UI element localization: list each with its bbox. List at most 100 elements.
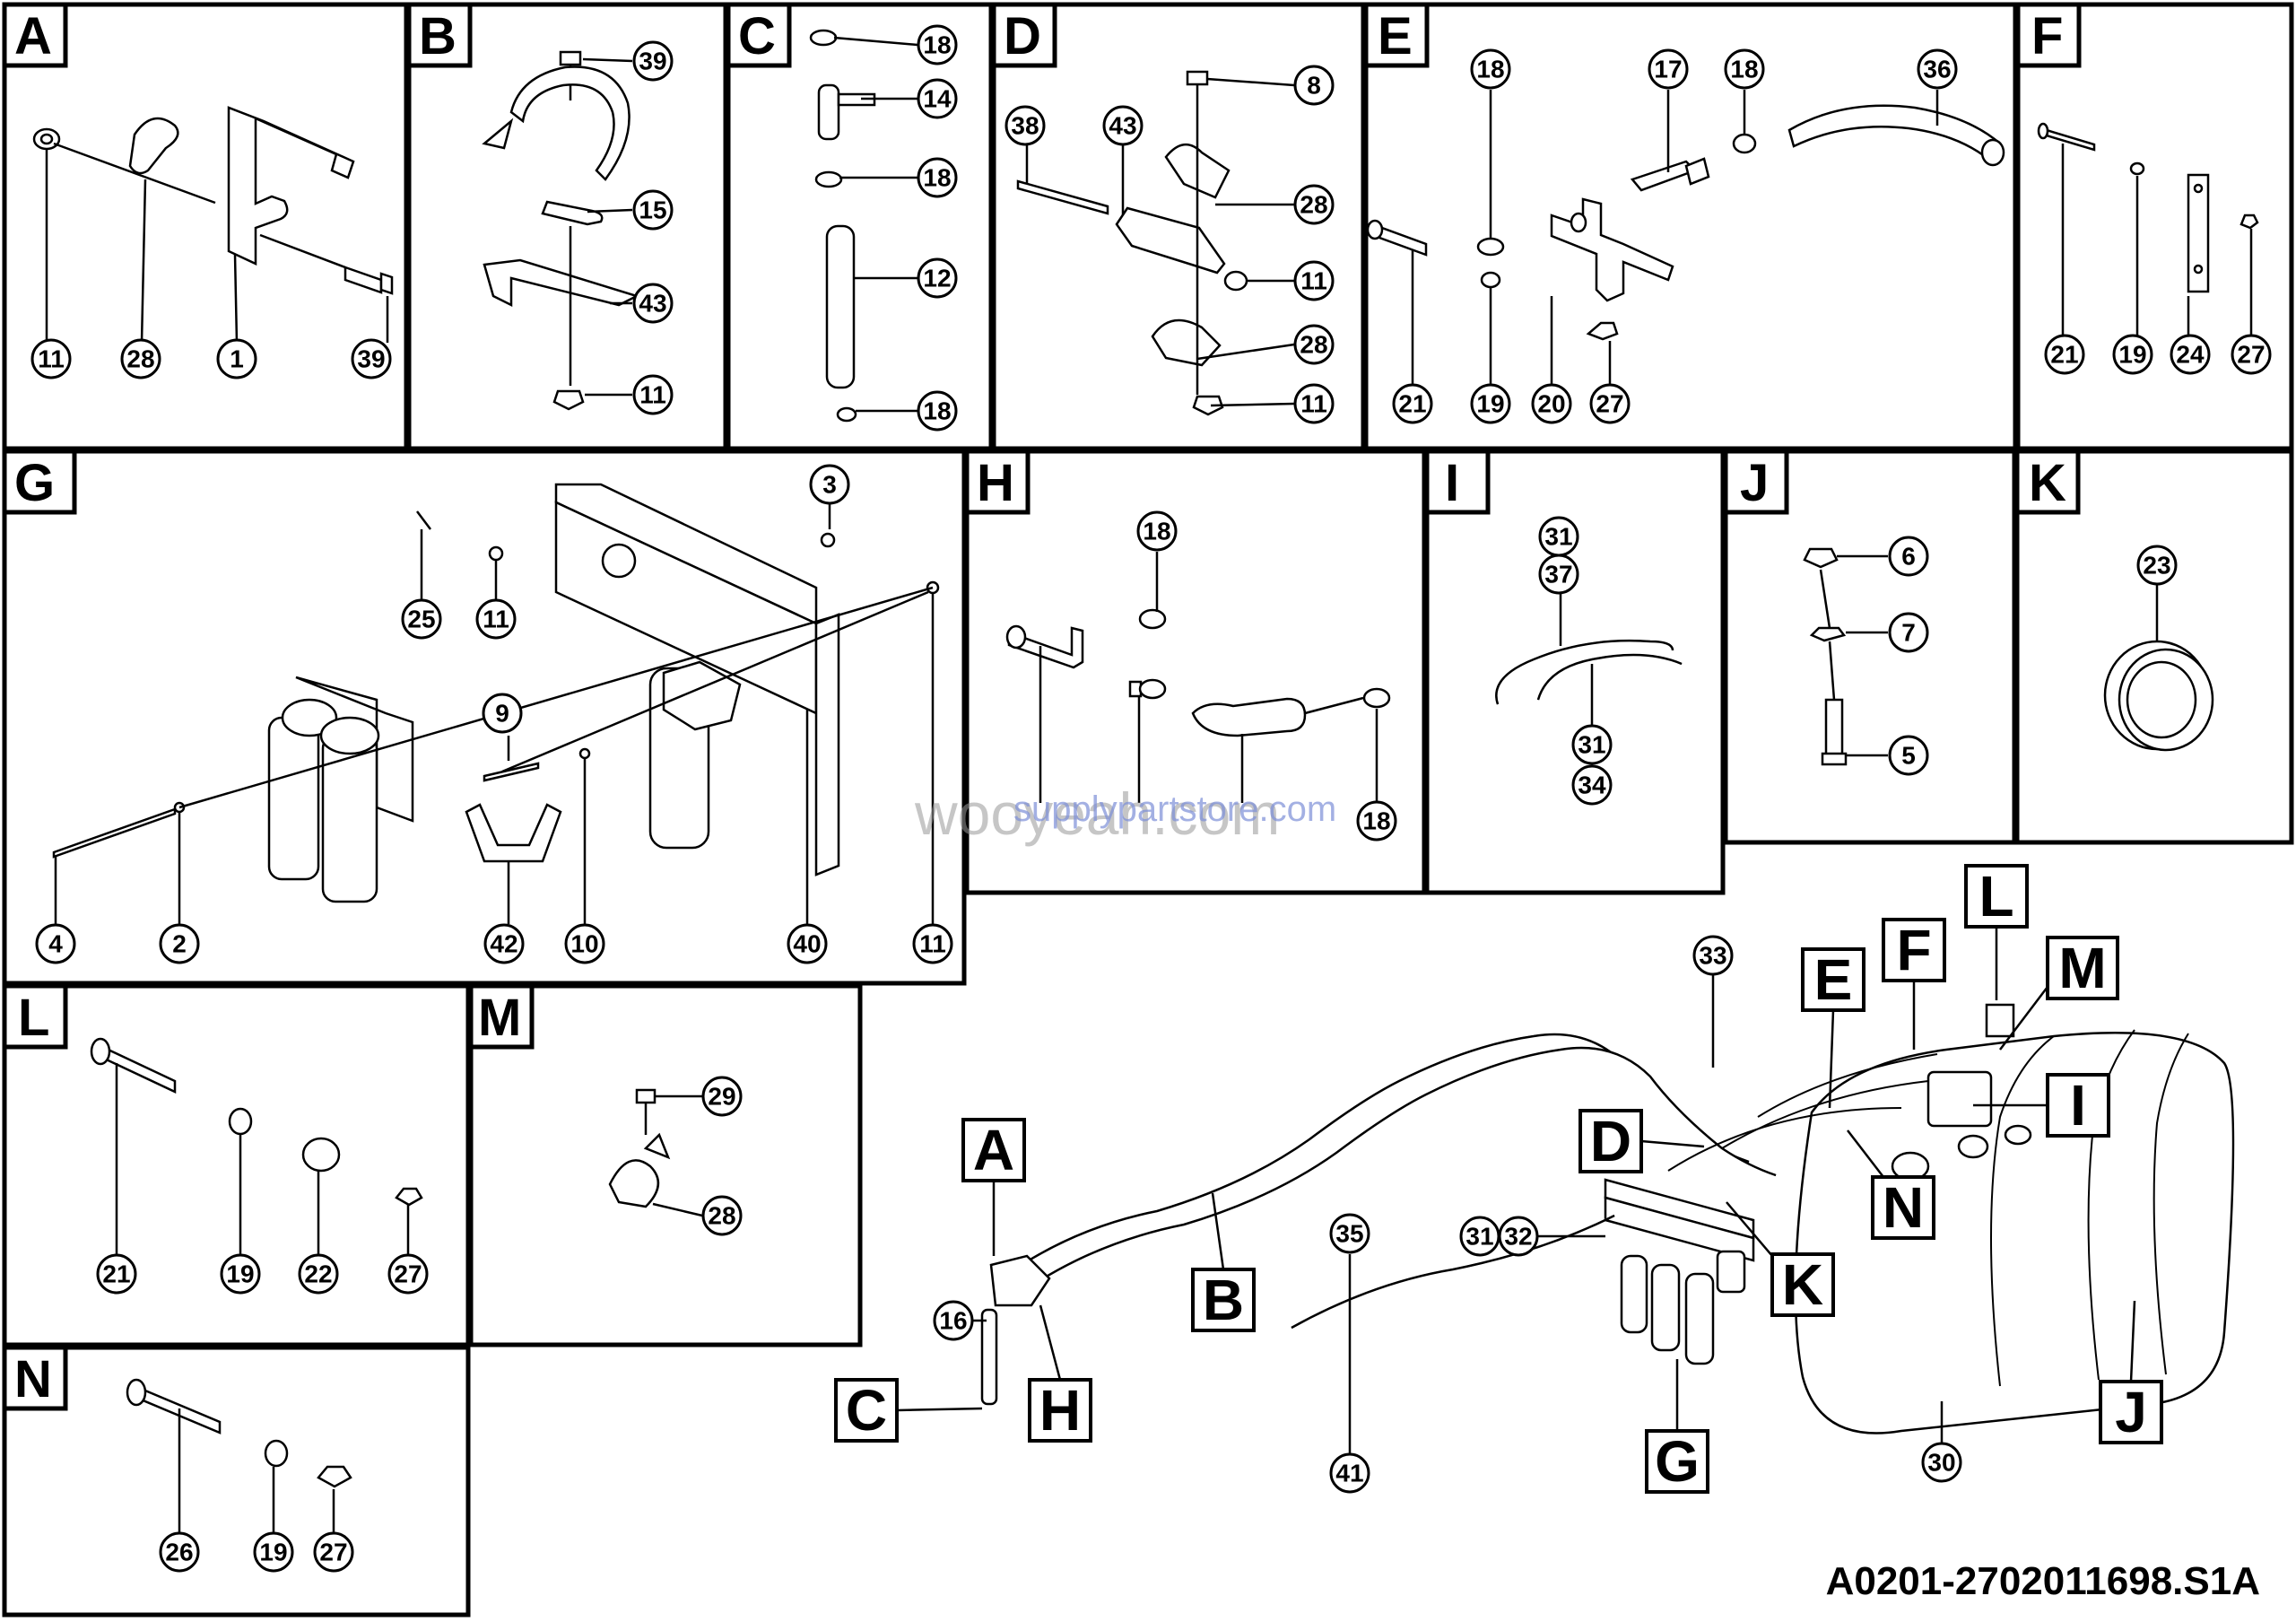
svg-text:19: 19 [226,1260,254,1288]
panel-a-drawing: 11 28 1 39 [30,106,394,379]
svg-text:6: 6 [1901,543,1916,571]
svg-text:32: 32 [1504,1223,1532,1251]
svg-text:C: C [738,7,776,65]
svg-text:21: 21 [102,1260,130,1288]
callout-n-19: 19 [253,1531,294,1573]
callout-e-19: 19 [1470,383,1511,424]
svg-text:27: 27 [319,1539,347,1566]
svg-text:1: 1 [230,345,244,373]
callout-i-34: 34 [1571,764,1613,806]
svg-text:27: 27 [2237,341,2265,369]
panel-label-f: F [2015,2,2082,68]
watermark-supplypartstore: supplypartstore.com [1013,789,1336,829]
svg-text:11: 11 [1300,267,1327,295]
callout-e-17: 17 [1648,48,1689,90]
callout-asm-35: 35 [1329,1213,1370,1254]
callout-c-18a: 18 [917,24,958,65]
callout-g-2: 2 [159,923,200,964]
view-ref-a: A [961,1118,1026,1256]
svg-text:A: A [973,1118,1014,1182]
main-assembly-drawing [973,973,2235,1453]
view-ref-h: H [1028,1304,1092,1443]
svg-text:40: 40 [793,930,821,958]
callout-c-14: 14 [917,78,958,119]
svg-text:C: C [846,1378,887,1443]
callout-n-26: 26 [159,1531,200,1573]
callout-d-11a: 11 [1293,260,1335,301]
callout-d-38: 38 [1004,105,1046,146]
callout-g-9: 9 [482,693,523,734]
svg-text:D: D [1004,7,1041,65]
panel-j-drawing: 6 7 5 [1803,536,1929,776]
callout-l-27: 27 [387,1253,429,1295]
svg-text:2: 2 [172,930,187,958]
svg-text:A: A [14,7,52,65]
svg-text:43: 43 [1109,112,1136,140]
callout-asm-31: 31 [1459,1216,1500,1257]
panel-label-g: G [2,449,77,515]
callout-d-28b: 28 [1293,324,1335,365]
callout-j-7: 7 [1888,612,1929,653]
svg-text:8: 8 [1307,72,1321,100]
callout-l-22: 22 [298,1253,339,1295]
svg-text:31: 31 [1544,523,1572,551]
svg-text:19: 19 [2118,341,2146,369]
svg-text:43: 43 [639,290,666,318]
callout-asm-32: 32 [1498,1216,1539,1257]
svg-text:42: 42 [490,930,517,958]
svg-text:38: 38 [1011,112,1039,140]
callout-i-37: 37 [1538,554,1579,595]
panel-d-drawing: 8 38 43 28 11 28 11 [1004,65,1335,424]
svg-text:J: J [2115,1380,2147,1444]
callout-j-6: 6 [1888,536,1929,577]
svg-text:L: L [18,989,49,1047]
svg-text:L: L [1979,864,2013,929]
callout-g-25: 25 [401,598,442,640]
panel-m-drawing: 29 28 [608,1076,743,1236]
svg-text:G: G [1655,1429,1700,1494]
svg-text:D: D [1590,1109,1631,1173]
callout-g-3: 3 [809,464,850,505]
svg-text:27: 27 [1596,390,1623,418]
svg-text:11: 11 [483,606,509,633]
callout-i-31b: 31 [1571,724,1613,765]
svg-text:F: F [1896,918,1931,982]
svg-text:I: I [1445,454,1459,512]
callout-n-27: 27 [313,1531,354,1573]
svg-text:N: N [1883,1175,1924,1240]
svg-text:28: 28 [1300,331,1327,359]
callout-e-18b: 18 [1724,48,1765,90]
svg-text:I: I [2070,1073,2086,1138]
callout-g-40: 40 [787,923,828,964]
svg-text:18: 18 [1143,518,1170,545]
svg-text:18: 18 [923,397,951,425]
panel-i-drawing: 31 37 31 34 [1495,516,1683,806]
assembly-view-labels: A B C D E F G H I J K L M N [834,864,2163,1494]
callout-e-18a: 18 [1470,48,1511,90]
svg-text:41: 41 [1335,1460,1363,1487]
fuel-tank [1794,1032,2235,1435]
svg-text:11: 11 [1300,390,1327,418]
callout-e-36: 36 [1917,48,1958,90]
callout-d-11b: 11 [1293,383,1335,424]
svg-text:23: 23 [2143,552,2170,580]
svg-text:16: 16 [939,1307,967,1335]
callout-l-19: 19 [220,1253,261,1295]
panel-c-drawing: 18 14 18 12 18 [809,24,958,432]
panel-e-drawing: 18 17 18 36 21 19 20 27 [1366,48,2005,424]
svg-text:E: E [1814,947,1853,1012]
drawing-code: A0201-2702011698.S1A [1825,1559,2260,1603]
callout-f-27: 27 [2231,334,2272,375]
svg-text:19: 19 [1476,390,1504,418]
svg-text:28: 28 [1300,191,1327,219]
svg-text:18: 18 [1476,56,1504,83]
svg-text:22: 22 [304,1260,332,1288]
svg-text:24: 24 [2176,341,2205,369]
panel-b-drawing: 39 15 43 11 [482,40,674,415]
svg-text:10: 10 [570,930,598,958]
callout-m-29: 29 [701,1076,743,1117]
svg-text:H: H [977,454,1014,512]
callout-b-15: 15 [632,189,674,231]
panel-label-a: A [2,2,68,68]
svg-text:7: 7 [1901,619,1916,647]
